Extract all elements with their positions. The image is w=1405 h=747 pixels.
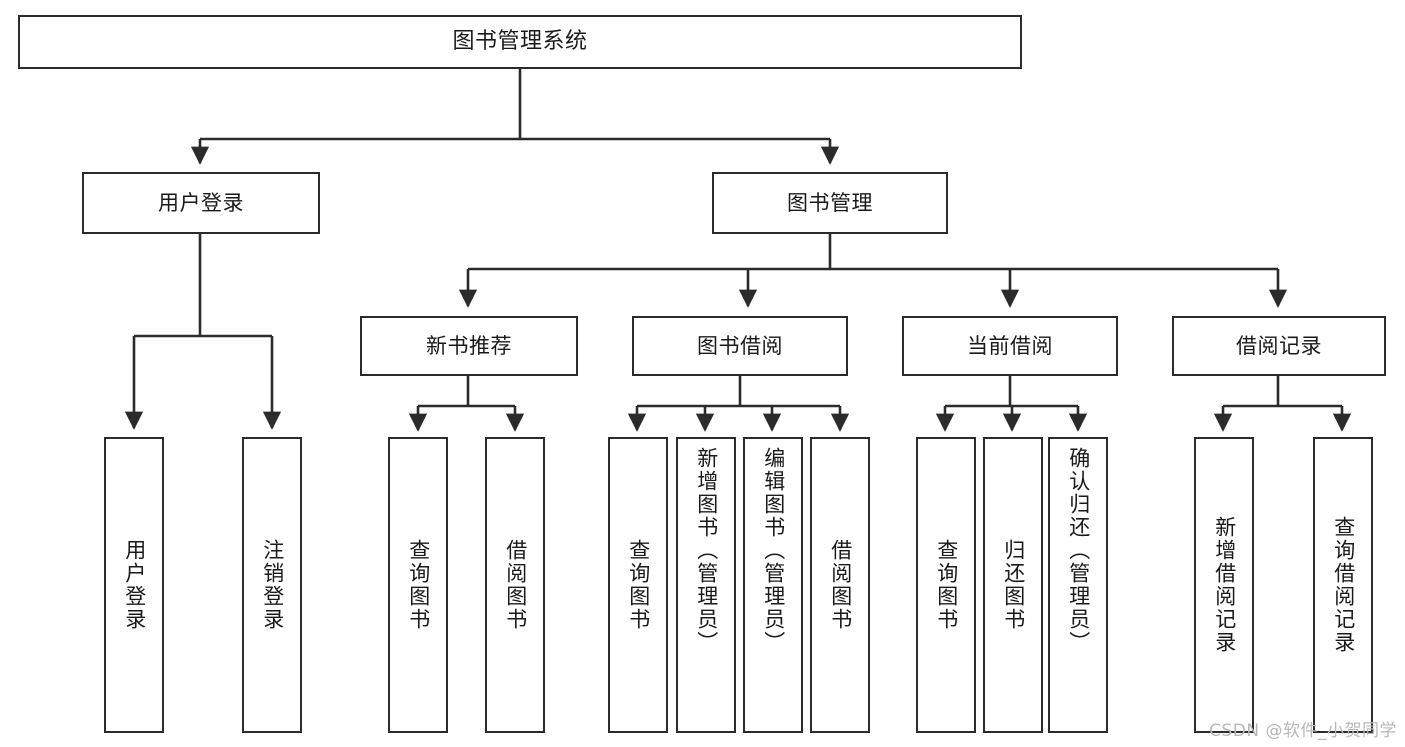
node-label: 用户登录 [122, 539, 147, 631]
leaf-borrow-record-query-record[interactable]: 查询借阅记录 [1313, 437, 1373, 733]
node-label: 图书借阅 [697, 333, 783, 358]
node-label: 归还图书 [1001, 539, 1026, 631]
node-current-borrow[interactable]: 当前借阅 [902, 316, 1118, 376]
node-label: 借阅图书 [503, 539, 528, 631]
leaf-current-borrow-return-book[interactable]: 归还图书 [983, 437, 1043, 733]
node-label: 新书推荐 [426, 333, 512, 358]
node-book-management[interactable]: 图书管理 [712, 172, 948, 234]
leaf-book-borrow-edit-book-admin[interactable]: 编辑图书（管理员） [743, 437, 803, 733]
node-label: 借阅记录 [1236, 333, 1322, 358]
leaf-current-borrow-query-book[interactable]: 查询图书 [916, 437, 976, 733]
csdn-watermark: CSDN @软件_小贺同学 [1209, 721, 1397, 741]
leaf-book-borrow-add-book-admin[interactable]: 新增图书（管理员） [676, 437, 736, 733]
node-label: 图书管理 [787, 190, 873, 215]
node-label: 用户登录 [158, 190, 244, 215]
leaf-user-login-logout[interactable]: 注销登录 [242, 437, 302, 733]
node-label: 编辑图书（管理员） [761, 447, 786, 654]
leaf-borrow-record-add-record[interactable]: 新增借阅记录 [1194, 437, 1254, 733]
node-label: 当前借阅 [967, 333, 1053, 358]
node-user-login[interactable]: 用户登录 [82, 172, 320, 234]
node-label: 确认归还（管理员） [1066, 447, 1091, 654]
node-label: 借阅图书 [828, 539, 853, 631]
leaf-book-borrow-query-book[interactable]: 查询图书 [608, 437, 668, 733]
node-new-book-recommend[interactable]: 新书推荐 [360, 316, 578, 376]
node-label: 查询图书 [626, 539, 651, 631]
leaf-user-login-login[interactable]: 用户登录 [104, 437, 164, 733]
leaf-current-borrow-confirm-return-admin[interactable]: 确认归还（管理员） [1048, 437, 1108, 733]
node-label: 新增借阅记录 [1212, 516, 1237, 654]
node-root-book-management-system[interactable]: 图书管理系统 [18, 15, 1022, 69]
node-borrow-record[interactable]: 借阅记录 [1172, 316, 1386, 376]
leaf-new-book-query-book[interactable]: 查询图书 [388, 437, 448, 733]
node-book-borrow[interactable]: 图书借阅 [632, 316, 848, 376]
node-label: 查询图书 [934, 539, 959, 631]
node-label: 新增图书（管理员） [694, 447, 719, 654]
node-label: 注销登录 [260, 539, 285, 631]
leaf-book-borrow-borrow-book[interactable]: 借阅图书 [810, 437, 870, 733]
node-label: 查询借阅记录 [1331, 516, 1356, 654]
node-label: 图书管理系统 [452, 29, 588, 55]
leaf-new-book-borrow-book[interactable]: 借阅图书 [485, 437, 545, 733]
node-label: 查询图书 [406, 539, 431, 631]
